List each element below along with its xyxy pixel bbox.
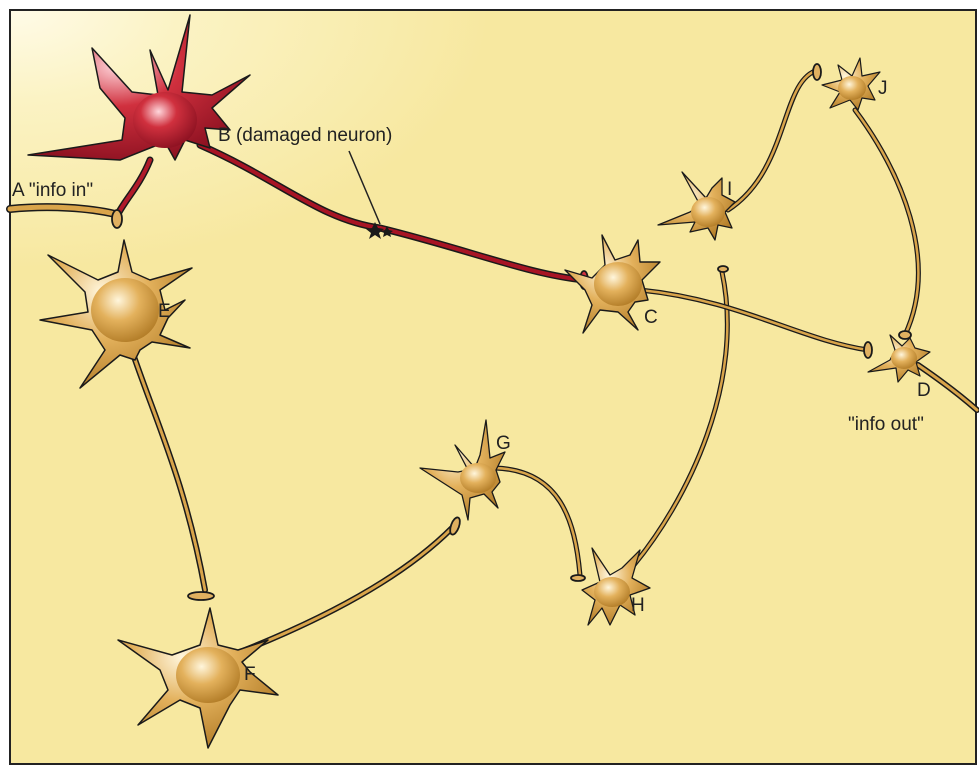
axon-connections [10, 70, 977, 650]
label-i: I [727, 179, 732, 200]
axon-b-to-c-damaged [200, 145, 585, 280]
synapse-i-j [813, 64, 821, 80]
axon-c-to-d [640, 290, 868, 350]
synapse-g-h [571, 575, 585, 581]
synapse-j-d [899, 331, 911, 339]
diagram-labels: A "info in" B (damaged neuron) C D "info… [12, 78, 931, 685]
neuron-d [868, 335, 930, 382]
label-a: A "info in" [12, 180, 93, 201]
neuron-g [420, 420, 505, 520]
label-g: G [496, 433, 511, 454]
axon-e-to-f [130, 345, 205, 590]
label-c: C [644, 307, 658, 328]
neuron-i [658, 172, 735, 240]
label-d-info-out: "info out" [848, 414, 924, 435]
neuron-j [822, 58, 880, 110]
synapse-f-g [448, 516, 462, 536]
synapse-c-d [864, 342, 872, 358]
axon-i-to-j [728, 70, 818, 210]
neuron-b-damaged [28, 15, 250, 160]
label-f: F [244, 664, 256, 685]
label-d: D [917, 380, 931, 401]
synapse-a-b [112, 210, 122, 228]
axon-g-to-h [495, 468, 580, 575]
label-b: B (damaged neuron) [218, 125, 392, 146]
label-h: H [631, 595, 645, 616]
axon-j-to-d [855, 110, 918, 335]
label-e: E [158, 301, 171, 322]
axon-f-to-g [245, 528, 452, 650]
label-j: J [878, 78, 888, 99]
synapse-e-f [188, 592, 214, 600]
callout-line-b [349, 151, 380, 224]
synapse-h-i [718, 266, 728, 272]
